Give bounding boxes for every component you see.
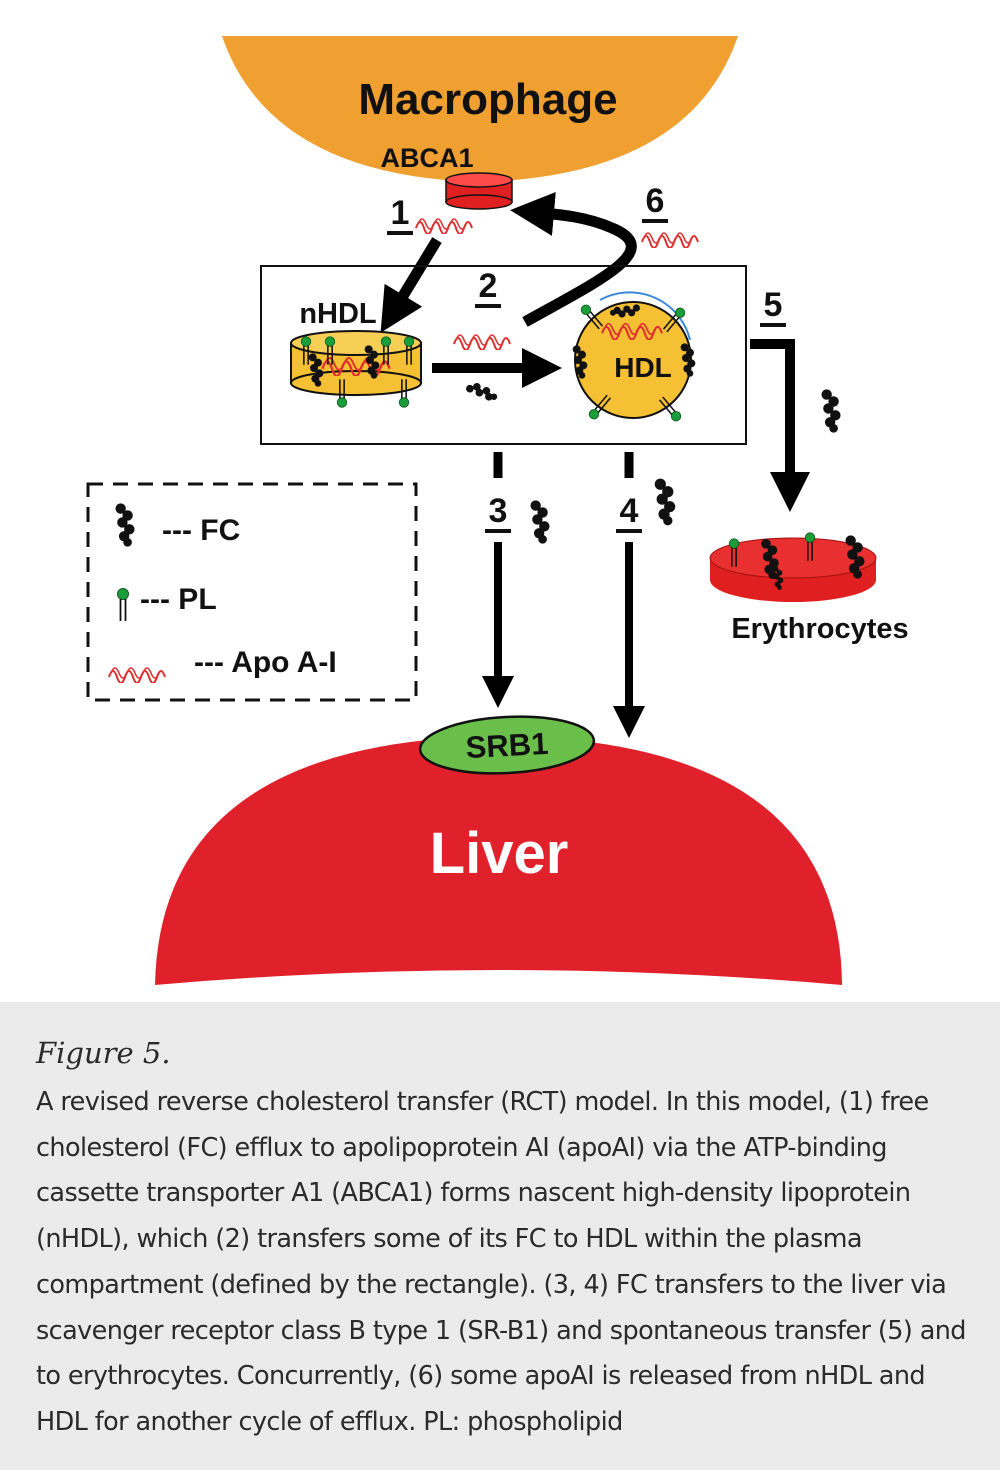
step-4-label: 4 — [620, 492, 639, 530]
srb1-label: SRB1 — [465, 726, 549, 765]
legend: --- FC --- PL --- Apo A-I — [86, 482, 418, 702]
step-5-label: 5 — [764, 286, 783, 324]
rct-diagram: Macrophage ABCA1 1 6 nHDL 2 — [86, 36, 909, 985]
nhdl-label: nHDL — [299, 298, 376, 330]
step-2-apoa1-icon — [453, 334, 511, 350]
liver-label: Liver — [430, 821, 569, 886]
abca1-transporter — [445, 172, 513, 210]
legend-apoa1-label: --- Apo A-I — [194, 646, 337, 679]
caption-text: A revised reverse cholesterol transfer (… — [36, 1087, 966, 1437]
step-3-fc-icon — [530, 500, 550, 544]
abca1-label: ABCA1 — [380, 143, 473, 173]
plasma-compartment — [260, 265, 747, 445]
erythrocytes-label: Erythrocytes — [731, 613, 908, 645]
step-2-label: 2 — [479, 267, 498, 305]
legend-fc-icon — [115, 503, 135, 547]
step-5-fc-icon — [821, 389, 841, 433]
step-6-label: 6 — [646, 182, 665, 220]
step-1-apoa1-icon — [415, 218, 473, 234]
liver-organ: Liver — [155, 736, 842, 985]
caption-box — [0, 1002, 1000, 1470]
hdl-label: HDL — [614, 352, 672, 383]
legend-pl-icon — [116, 587, 130, 623]
step-1-arrow — [380, 237, 442, 333]
step-4-fc-icon — [654, 478, 676, 526]
legend-fc-label: --- FC — [162, 514, 240, 547]
macrophage-cell: Macrophage ABCA1 — [222, 36, 738, 182]
step-6-apoa1-icon — [641, 232, 699, 248]
nhdl-particle — [290, 330, 422, 408]
step-5-arrow — [750, 339, 810, 512]
legend-apoa1-icon — [107, 666, 167, 683]
step-6-arrow — [510, 191, 637, 327]
macrophage-label: Macrophage — [358, 75, 617, 124]
legend-pl-label: --- PL — [140, 583, 217, 616]
srb1-receptor: SRB1 — [418, 715, 596, 775]
step-1-label: 1 — [391, 194, 410, 232]
step-2-fc-icon — [464, 377, 500, 407]
step-3-label: 3 — [489, 492, 508, 530]
hdl-particle: HDL — [572, 291, 696, 424]
erythrocyte-cell — [709, 532, 877, 602]
caption-title: Figure 5. — [36, 1036, 171, 1070]
